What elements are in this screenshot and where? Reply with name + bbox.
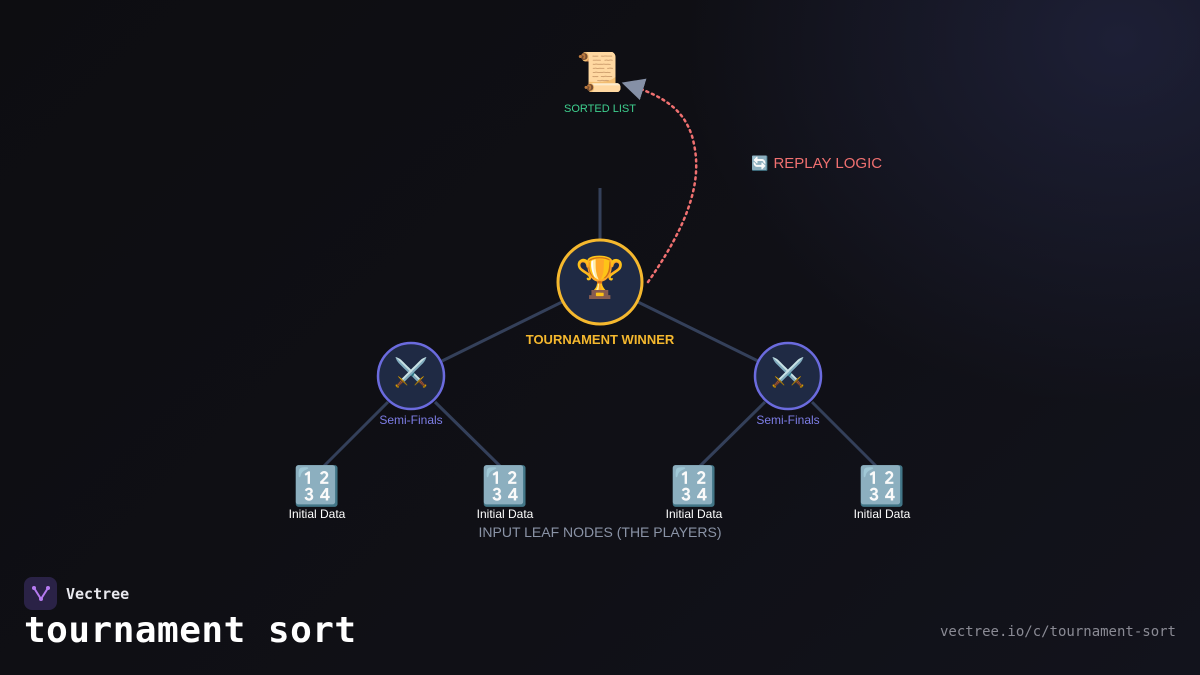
initial-data-label-1: Initial Data bbox=[288, 507, 346, 521]
edge-semi-left-leaf-1 bbox=[320, 400, 390, 470]
edge-root-semi-right bbox=[637, 300, 759, 363]
crossed-swords-icon: ⚔️ bbox=[393, 356, 429, 389]
edge-root-semi-left bbox=[441, 300, 563, 363]
vectree-logo-icon bbox=[24, 577, 57, 610]
input-numbers-icon: 🔢 bbox=[670, 464, 718, 508]
edge-semi-right-leaf-3 bbox=[696, 400, 767, 470]
semi-finals-label-right: Semi-Finals bbox=[756, 413, 820, 427]
replay-logic-label: REPLAY LOGIC bbox=[773, 155, 883, 172]
crossed-swords-icon: ⚔️ bbox=[770, 356, 806, 389]
replay-arrow bbox=[621, 78, 698, 284]
tournament-winner-label: TOURNAMENT WINNER bbox=[525, 332, 675, 347]
trophy-icon: 🏆 bbox=[575, 255, 625, 301]
edge-semi-right-leaf-4 bbox=[810, 400, 880, 470]
leaves-caption: INPUT LEAF NODES (THE PLAYERS) bbox=[478, 524, 722, 540]
brand-name: Vectree bbox=[66, 584, 130, 603]
input-numbers-icon: 🔢 bbox=[293, 464, 341, 508]
brand-header: Vectree bbox=[24, 577, 129, 610]
page-title: tournament sort bbox=[24, 610, 357, 651]
sorted-list-label: SORTED LIST bbox=[564, 103, 636, 115]
page-url: vectree.io/c/tournament-sort bbox=[939, 624, 1176, 640]
initial-data-label-3: Initial Data bbox=[665, 507, 723, 521]
edge-semi-left-leaf-2 bbox=[433, 400, 504, 470]
semi-node-right bbox=[753, 341, 823, 411]
root-node bbox=[556, 238, 644, 326]
semi-node-left bbox=[376, 341, 446, 411]
replay-logic-annotation: 🔄 REPLAY LOGIC bbox=[751, 155, 882, 172]
initial-data-label-4: Initial Data bbox=[853, 507, 911, 521]
semi-finals-label-left: Semi-Finals bbox=[379, 413, 443, 427]
input-numbers-icon: 🔢 bbox=[858, 464, 906, 508]
replay-icon: 🔄 bbox=[751, 155, 769, 172]
initial-data-label-2: Initial Data bbox=[476, 507, 534, 521]
scroll-icon: 📜 bbox=[576, 50, 624, 94]
input-numbers-icon: 🔢 bbox=[481, 464, 529, 508]
